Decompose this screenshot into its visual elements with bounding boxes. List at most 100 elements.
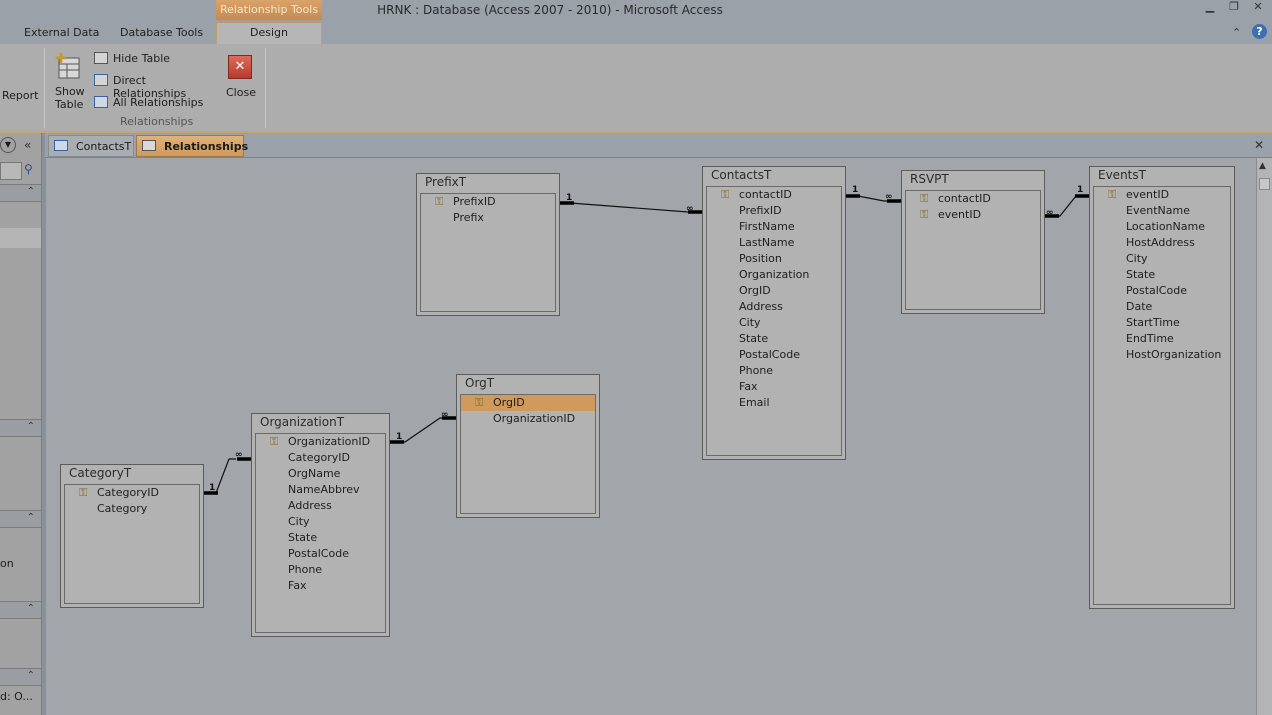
all-relationships-label: All Relationships <box>113 96 204 109</box>
close-icon: ✕ <box>234 59 246 74</box>
field-row[interactable]: PostalCode <box>707 347 841 363</box>
close-button[interactable]: ✕ <box>228 55 252 79</box>
show-table-button[interactable]: ✚ <box>54 50 84 108</box>
field-row[interactable]: OrgName <box>256 466 385 482</box>
field-row[interactable]: NameAbbrev <box>256 482 385 498</box>
field-row[interactable]: CategoryID <box>256 450 385 466</box>
nav-group-header[interactable]: ⌃ <box>0 419 41 437</box>
field-row[interactable]: Fax <box>256 578 385 594</box>
nav-group-header[interactable]: ⌃ <box>0 601 41 619</box>
field-name: OrgID <box>739 284 771 297</box>
field-name: Category <box>97 502 148 515</box>
field-row[interactable]: Phone <box>256 562 385 578</box>
collapse-chevron-icon: ⌃ <box>26 670 35 681</box>
all-relationships-button[interactable]: All Relationships <box>94 95 222 111</box>
ribbon <box>0 44 1272 133</box>
hide-table-button[interactable]: Hide Table <box>94 51 222 67</box>
help-icon[interactable]: ? <box>1252 24 1267 39</box>
field-row[interactable]: ⚿eventID <box>906 207 1040 223</box>
field-row[interactable]: PostalCode <box>1094 283 1230 299</box>
field-row[interactable]: EndTime <box>1094 331 1230 347</box>
doc-tab-relationships[interactable]: Relationships <box>136 135 248 157</box>
field-row[interactable]: Email <box>707 395 841 411</box>
search-icon[interactable]: ⚲ <box>24 162 33 176</box>
direct-relationships-button[interactable]: Direct Relationships <box>94 73 222 100</box>
nav-group-header[interactable]: ⌃ <box>0 184 41 202</box>
field-row[interactable]: OrganizationID <box>461 411 595 427</box>
tab-database-tools[interactable]: Database Tools <box>120 26 204 39</box>
field-row[interactable]: State <box>256 530 385 546</box>
nav-menu-dropdown-icon[interactable]: ▼ <box>0 137 16 153</box>
tab-design[interactable]: Design <box>216 22 322 44</box>
nav-search-input[interactable] <box>0 162 22 180</box>
nav-group-header[interactable]: ⌃ <box>0 668 41 686</box>
field-row[interactable]: City <box>1094 251 1230 267</box>
field-row[interactable]: ⚿OrganizationID <box>256 434 385 450</box>
field-name: StartTime <box>1126 316 1180 329</box>
field-name: FirstName <box>739 220 795 233</box>
field-name: EndTime <box>1126 332 1174 345</box>
field-row[interactable]: HostAddress <box>1094 235 1230 251</box>
minimize-ribbon-icon[interactable]: ⌃ <box>1232 26 1242 39</box>
shutter-bar-close-icon[interactable]: « <box>24 138 32 152</box>
field-row[interactable]: Phone <box>707 363 841 379</box>
field-row[interactable]: HostOrganization <box>1094 347 1230 363</box>
collapse-chevron-icon: ⌃ <box>26 186 35 197</box>
nav-item-partial[interactable]: d: O... <box>0 690 33 703</box>
field-row[interactable]: City <box>256 514 385 530</box>
nav-selected-item[interactable] <box>0 228 41 248</box>
field-row[interactable]: OrgID <box>707 283 841 299</box>
scroll-thumb[interactable] <box>1259 178 1270 190</box>
doc-tab-contactst[interactable]: ContactsT <box>48 135 134 157</box>
report-button-partial[interactable]: Report <box>2 89 39 102</box>
field-row[interactable]: ⚿contactID <box>707 187 841 203</box>
close-window-icon[interactable]: ✕ <box>1253 0 1263 13</box>
field-row[interactable]: Address <box>707 299 841 315</box>
field-row[interactable]: LastName <box>707 235 841 251</box>
field-row[interactable]: Category <box>65 501 199 517</box>
nav-group-header[interactable]: ⌃ <box>0 510 41 528</box>
field-row[interactable]: EventName <box>1094 203 1230 219</box>
field-row[interactable]: LocationName <box>1094 219 1230 235</box>
nav-item-partial[interactable]: on <box>0 557 14 570</box>
field-row[interactable]: Address <box>256 498 385 514</box>
field-row[interactable]: Date <box>1094 299 1230 315</box>
field-row[interactable]: State <box>1094 267 1230 283</box>
field-row[interactable]: Position <box>707 251 841 267</box>
field-row[interactable]: ⚿OrgID <box>461 395 595 411</box>
field-row[interactable]: ⚿CategoryID <box>65 485 199 501</box>
relationships-canvas[interactable] <box>46 158 1256 715</box>
field-row[interactable]: ⚿eventID <box>1094 187 1230 203</box>
minimize-icon[interactable]: ▁ <box>1205 0 1215 13</box>
field-row[interactable]: Prefix <box>421 210 555 226</box>
field-row[interactable]: FirstName <box>707 219 841 235</box>
field-row[interactable]: PrefixID <box>707 203 841 219</box>
field-row[interactable]: PostalCode <box>256 546 385 562</box>
field-row[interactable]: City <box>707 315 841 331</box>
field-row[interactable]: Organization <box>707 267 841 283</box>
field-row[interactable]: ⚿PrefixID <box>421 194 555 210</box>
vertical-scrollbar[interactable]: ▲ <box>1256 158 1272 715</box>
tab-external-data[interactable]: External Data <box>24 26 100 39</box>
field-name: Address <box>739 300 783 313</box>
field-name: contactID <box>938 192 991 205</box>
collapse-chevron-icon: ⌃ <box>26 512 35 523</box>
table-rsvpt[interactable]: RSVPT⚿contactID⚿eventID <box>901 170 1045 314</box>
field-row[interactable]: Fax <box>707 379 841 395</box>
close-document-icon[interactable]: ✕ <box>1254 138 1265 152</box>
scroll-up-icon[interactable]: ▲ <box>1259 161 1266 171</box>
field-row[interactable]: StartTime <box>1094 315 1230 331</box>
primary-key-icon: ⚿ <box>920 208 929 221</box>
relationship-tools-context-label: Relationship Tools <box>216 0 322 20</box>
field-name: OrganizationID <box>288 435 371 448</box>
restore-icon[interactable]: ❐ <box>1229 0 1239 13</box>
field-row[interactable]: State <box>707 331 841 347</box>
primary-key-icon: ⚿ <box>1108 188 1117 201</box>
field-row[interactable]: ⚿contactID <box>906 191 1040 207</box>
